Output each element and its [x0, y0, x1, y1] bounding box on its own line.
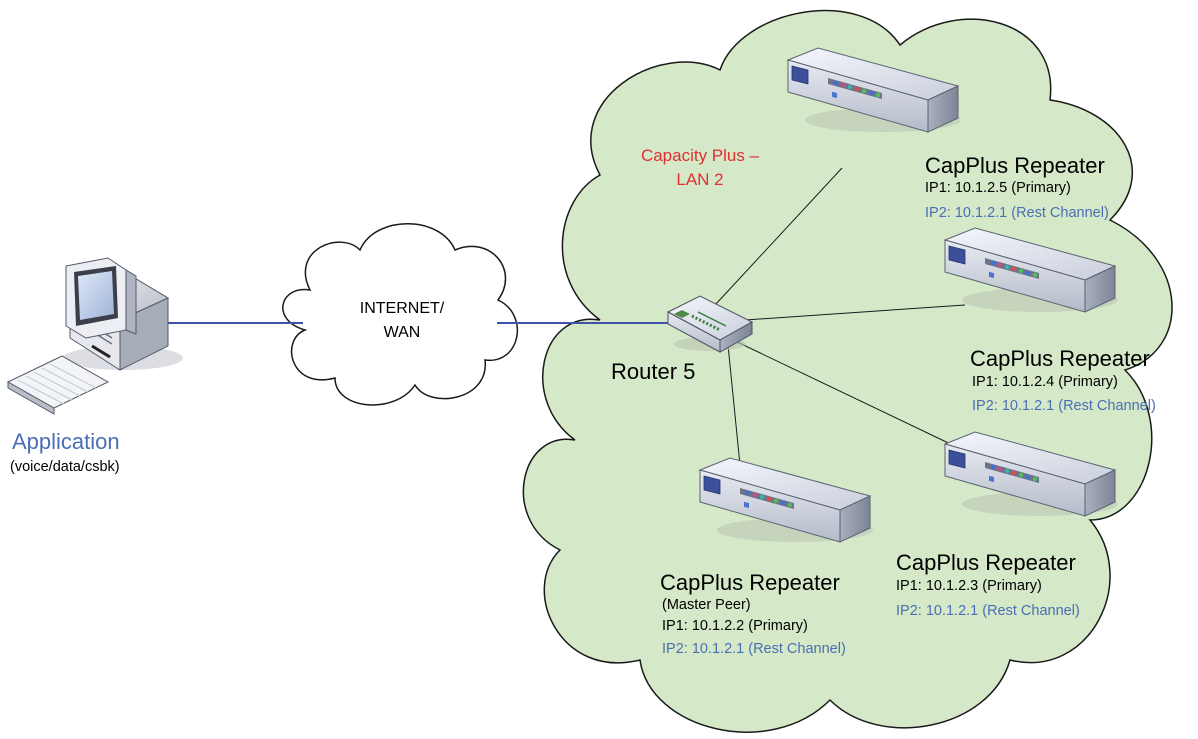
link-router-repeater-2 — [744, 304, 966, 321]
repeater-4-title: CapPlus Repeater — [660, 570, 840, 595]
repeater-3-title: CapPlus Repeater — [896, 550, 1076, 575]
router-icon — [666, 295, 754, 353]
repeater-2-ip1: IP1: 10.1.2.4 (Primary) — [972, 374, 1118, 390]
repeater-1-ip1: IP1: 10.1.2.5 (Primary) — [925, 180, 1071, 196]
computer-icon — [6, 257, 183, 415]
lan-title-line1: Capacity Plus – — [640, 146, 760, 165]
internet-cloud — [282, 223, 519, 406]
link-router-repeater-1 — [714, 167, 843, 306]
repeater-3-ip1: IP1: 10.1.2.3 (Primary) — [896, 578, 1042, 594]
internet-label-line1: INTERNET/ — [359, 300, 445, 317]
repeater-3-ip2: IP2: 10.1.2.1 (Rest Channel) — [896, 603, 1080, 619]
lan-cloud — [522, 9, 1173, 733]
repeater-4-ip2: IP2: 10.1.2.1 (Rest Channel) — [662, 641, 846, 657]
repeater-4-role: (Master Peer) — [662, 597, 751, 613]
repeater-2-title: CapPlus Repeater — [970, 346, 1150, 371]
internet-label-line2: WAN — [383, 324, 421, 341]
application-sublabel: (voice/data/csbk) — [10, 459, 120, 475]
repeater-2-ip2: IP2: 10.1.2.1 (Rest Channel) — [972, 398, 1156, 414]
repeater-1-ip2: IP2: 10.1.2.1 (Rest Channel) — [925, 205, 1109, 221]
link-router-repeater-3 — [732, 339, 964, 451]
lan-title-line2: LAN 2 — [676, 170, 724, 189]
router-label: Router 5 — [611, 359, 696, 384]
repeater-4-ip1: IP1: 10.1.2.2 (Primary) — [662, 618, 808, 634]
repeater-1-title: CapPlus Repeater — [925, 153, 1105, 178]
application-label: Application — [12, 429, 120, 454]
link-router-repeater-4 — [727, 344, 741, 466]
